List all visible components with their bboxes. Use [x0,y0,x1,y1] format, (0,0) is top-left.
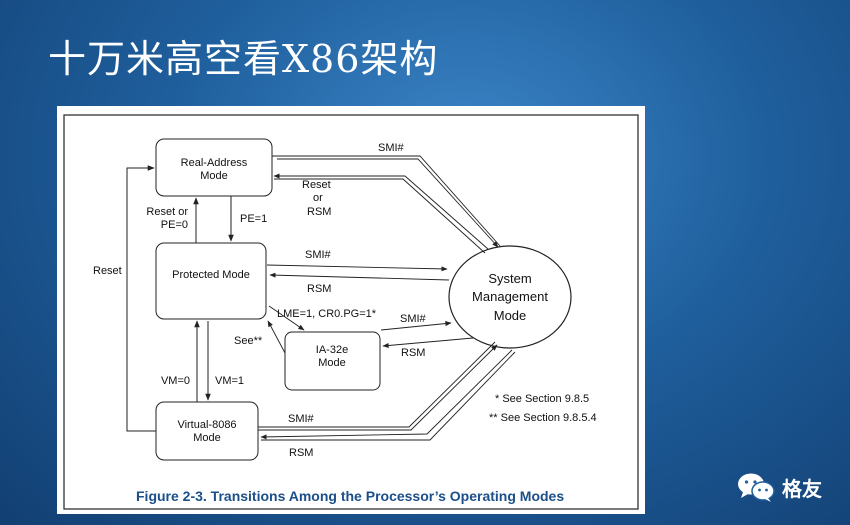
watermark-label: 格友 [782,476,822,501]
edge-virtual8086-to-smm [258,341,498,431]
edge-label-pe1: PE=1 [240,213,267,225]
edge-virtual8086-reset-to-real-address [126,165,156,432]
watermark: 格友 [736,470,822,504]
figure-caption: Figure 2-3. Transitions Among the Proces… [136,488,564,504]
edge-label-lme: LME=1, CR0.PG=1* [277,308,377,320]
node-protected-label: Protected Mode [172,269,250,281]
edge-smm-to-real-address [273,173,489,254]
edge-label-reset-rsm-3: RSM [307,206,331,218]
footnote-2: ** See Section 9.8.5.4 [489,412,597,424]
node-virtual-8086-mode: Virtual-8086 Mode [155,401,259,461]
edge-label-reset-rsm-2: or [313,192,323,204]
edge-label-smi-ia32e: SMI# [400,313,427,325]
edge-real-address-to-smm [272,155,501,248]
figure-panel: Real-Address Mode Protected Mode IA-32e … [57,106,645,514]
edge-smm-to-protected [269,272,450,281]
node-ia32e-label-1: IA-32e [316,344,348,356]
edge-smm-to-ia32e [382,337,474,349]
edge-label-reset-left: Reset [93,265,122,277]
node-real-address-mode: Real-Address Mode [155,138,273,197]
edge-ia32e-to-smm [380,321,452,331]
edge-label-reset-or: Reset or [146,206,188,218]
figure-border [63,114,639,510]
mode-transition-diagram: Real-Address Mode Protected Mode IA-32e … [63,114,639,510]
node-real-address-label-1: Real-Address [181,157,248,169]
node-ia32e-mode: IA-32e Mode [284,331,381,391]
edge-protected-to-ia32e [268,305,305,331]
edge-label-rsm-protected: RSM [307,283,331,295]
edge-protected-to-smm [266,264,448,272]
footnote-1: * See Section 9.8.5 [495,393,589,405]
edge-label-pe0: PE=0 [161,219,188,231]
slide-title: 十万米高空看X86架构 [48,37,439,81]
edge-label-vm0: VM=0 [161,375,190,387]
edge-label-smi-v86: SMI# [288,413,315,425]
node-virtual8086-label-2: Mode [193,432,221,444]
node-smm-label-2: Management [472,289,548,304]
edge-smm-to-virtual8086 [260,349,516,441]
node-system-management-mode: System Management Mode [448,245,572,349]
node-real-address-label-2: Mode [200,170,228,182]
wechat-icon [738,473,775,502]
edge-label-rsm-ia32e: RSM [401,347,425,359]
edge-label-smi-top: SMI# [378,142,405,154]
edge-label-rsm-v86: RSM [289,447,313,459]
node-smm-label-3: Mode [494,308,527,323]
node-virtual8086-label-1: Virtual-8086 [177,419,236,431]
edge-label-smi-protected: SMI# [305,249,332,261]
node-smm-label-1: System [488,271,531,286]
edge-label-vm1: VM=1 [215,375,244,387]
edge-label-see: See** [234,335,263,347]
node-protected-mode: Protected Mode [155,242,267,320]
edge-label-reset-rsm-1: Reset [302,179,331,191]
node-ia32e-label-2: Mode [318,357,346,369]
edge-ia32e-to-protected [267,320,286,354]
